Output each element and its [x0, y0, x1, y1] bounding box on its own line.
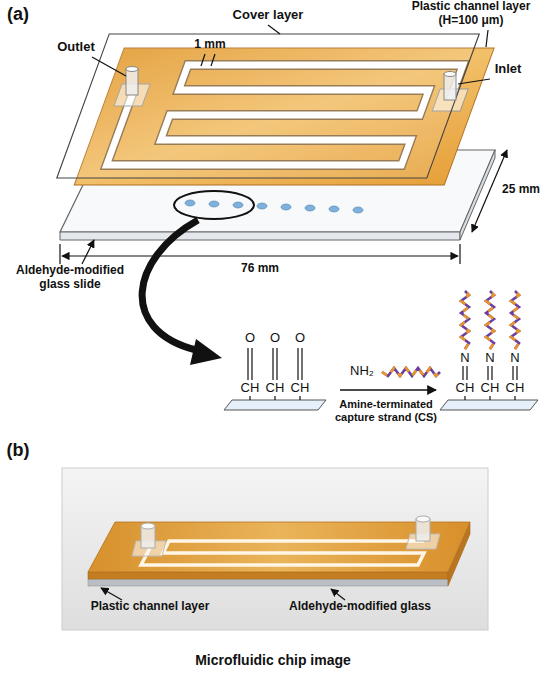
atom-label: CH — [500, 381, 530, 396]
photo-leaders — [101, 588, 345, 600]
part-label: Plastic channel layer (H=100 μm) — [397, 0, 545, 28]
atom-label: O — [290, 331, 310, 346]
part-label: Plastic channel layer — [65, 600, 235, 614]
part-label: Cover layer — [213, 8, 323, 23]
molecule-label: Amine-terminated capture strand (CS) — [321, 398, 451, 423]
glass-slide-edge — [60, 232, 460, 240]
atom-label: CH — [235, 381, 265, 396]
part-label: Outlet — [43, 40, 109, 55]
atom-label: CH — [450, 381, 480, 396]
atom-label: CH — [285, 381, 315, 396]
probe-spots — [185, 200, 363, 213]
atom-label: N — [455, 351, 475, 366]
chip-photo-device — [88, 516, 470, 586]
spot-highlight — [174, 191, 254, 219]
atom-label: O — [240, 331, 260, 346]
panel-letter: (b) — [0, 440, 36, 461]
atom-label: N — [505, 351, 525, 366]
image-caption: Microfluidic chip image — [143, 652, 403, 668]
zoom-arrow — [142, 220, 198, 350]
dimension-label: 25 mm — [496, 183, 546, 197]
aldehyde-surface — [224, 348, 326, 410]
panel-letter: (a) — [0, 4, 36, 25]
zoom-arrowhead — [190, 339, 222, 365]
dimension-label: 1 mm — [185, 38, 235, 52]
part-label: Inlet — [486, 62, 530, 77]
leader-lines — [92, 25, 490, 84]
atom-label: CH — [260, 381, 290, 396]
part-label: Aldehyde-modified glass slide — [6, 264, 134, 292]
atom-label: O — [265, 331, 285, 346]
part-label: Aldehyde-modified glass — [270, 600, 450, 614]
cover-layer — [57, 34, 479, 178]
dimension-label: 76 mm — [230, 262, 290, 276]
glass-slide-side — [460, 150, 495, 240]
atom-label: N — [480, 351, 500, 366]
immobilized-strands — [440, 291, 538, 410]
chip-photo — [62, 468, 488, 630]
dimension-lines — [60, 150, 507, 264]
port-cylinders — [126, 67, 456, 101]
atom-label: CH — [475, 381, 505, 396]
atom-label: NH₂ — [342, 364, 382, 379]
